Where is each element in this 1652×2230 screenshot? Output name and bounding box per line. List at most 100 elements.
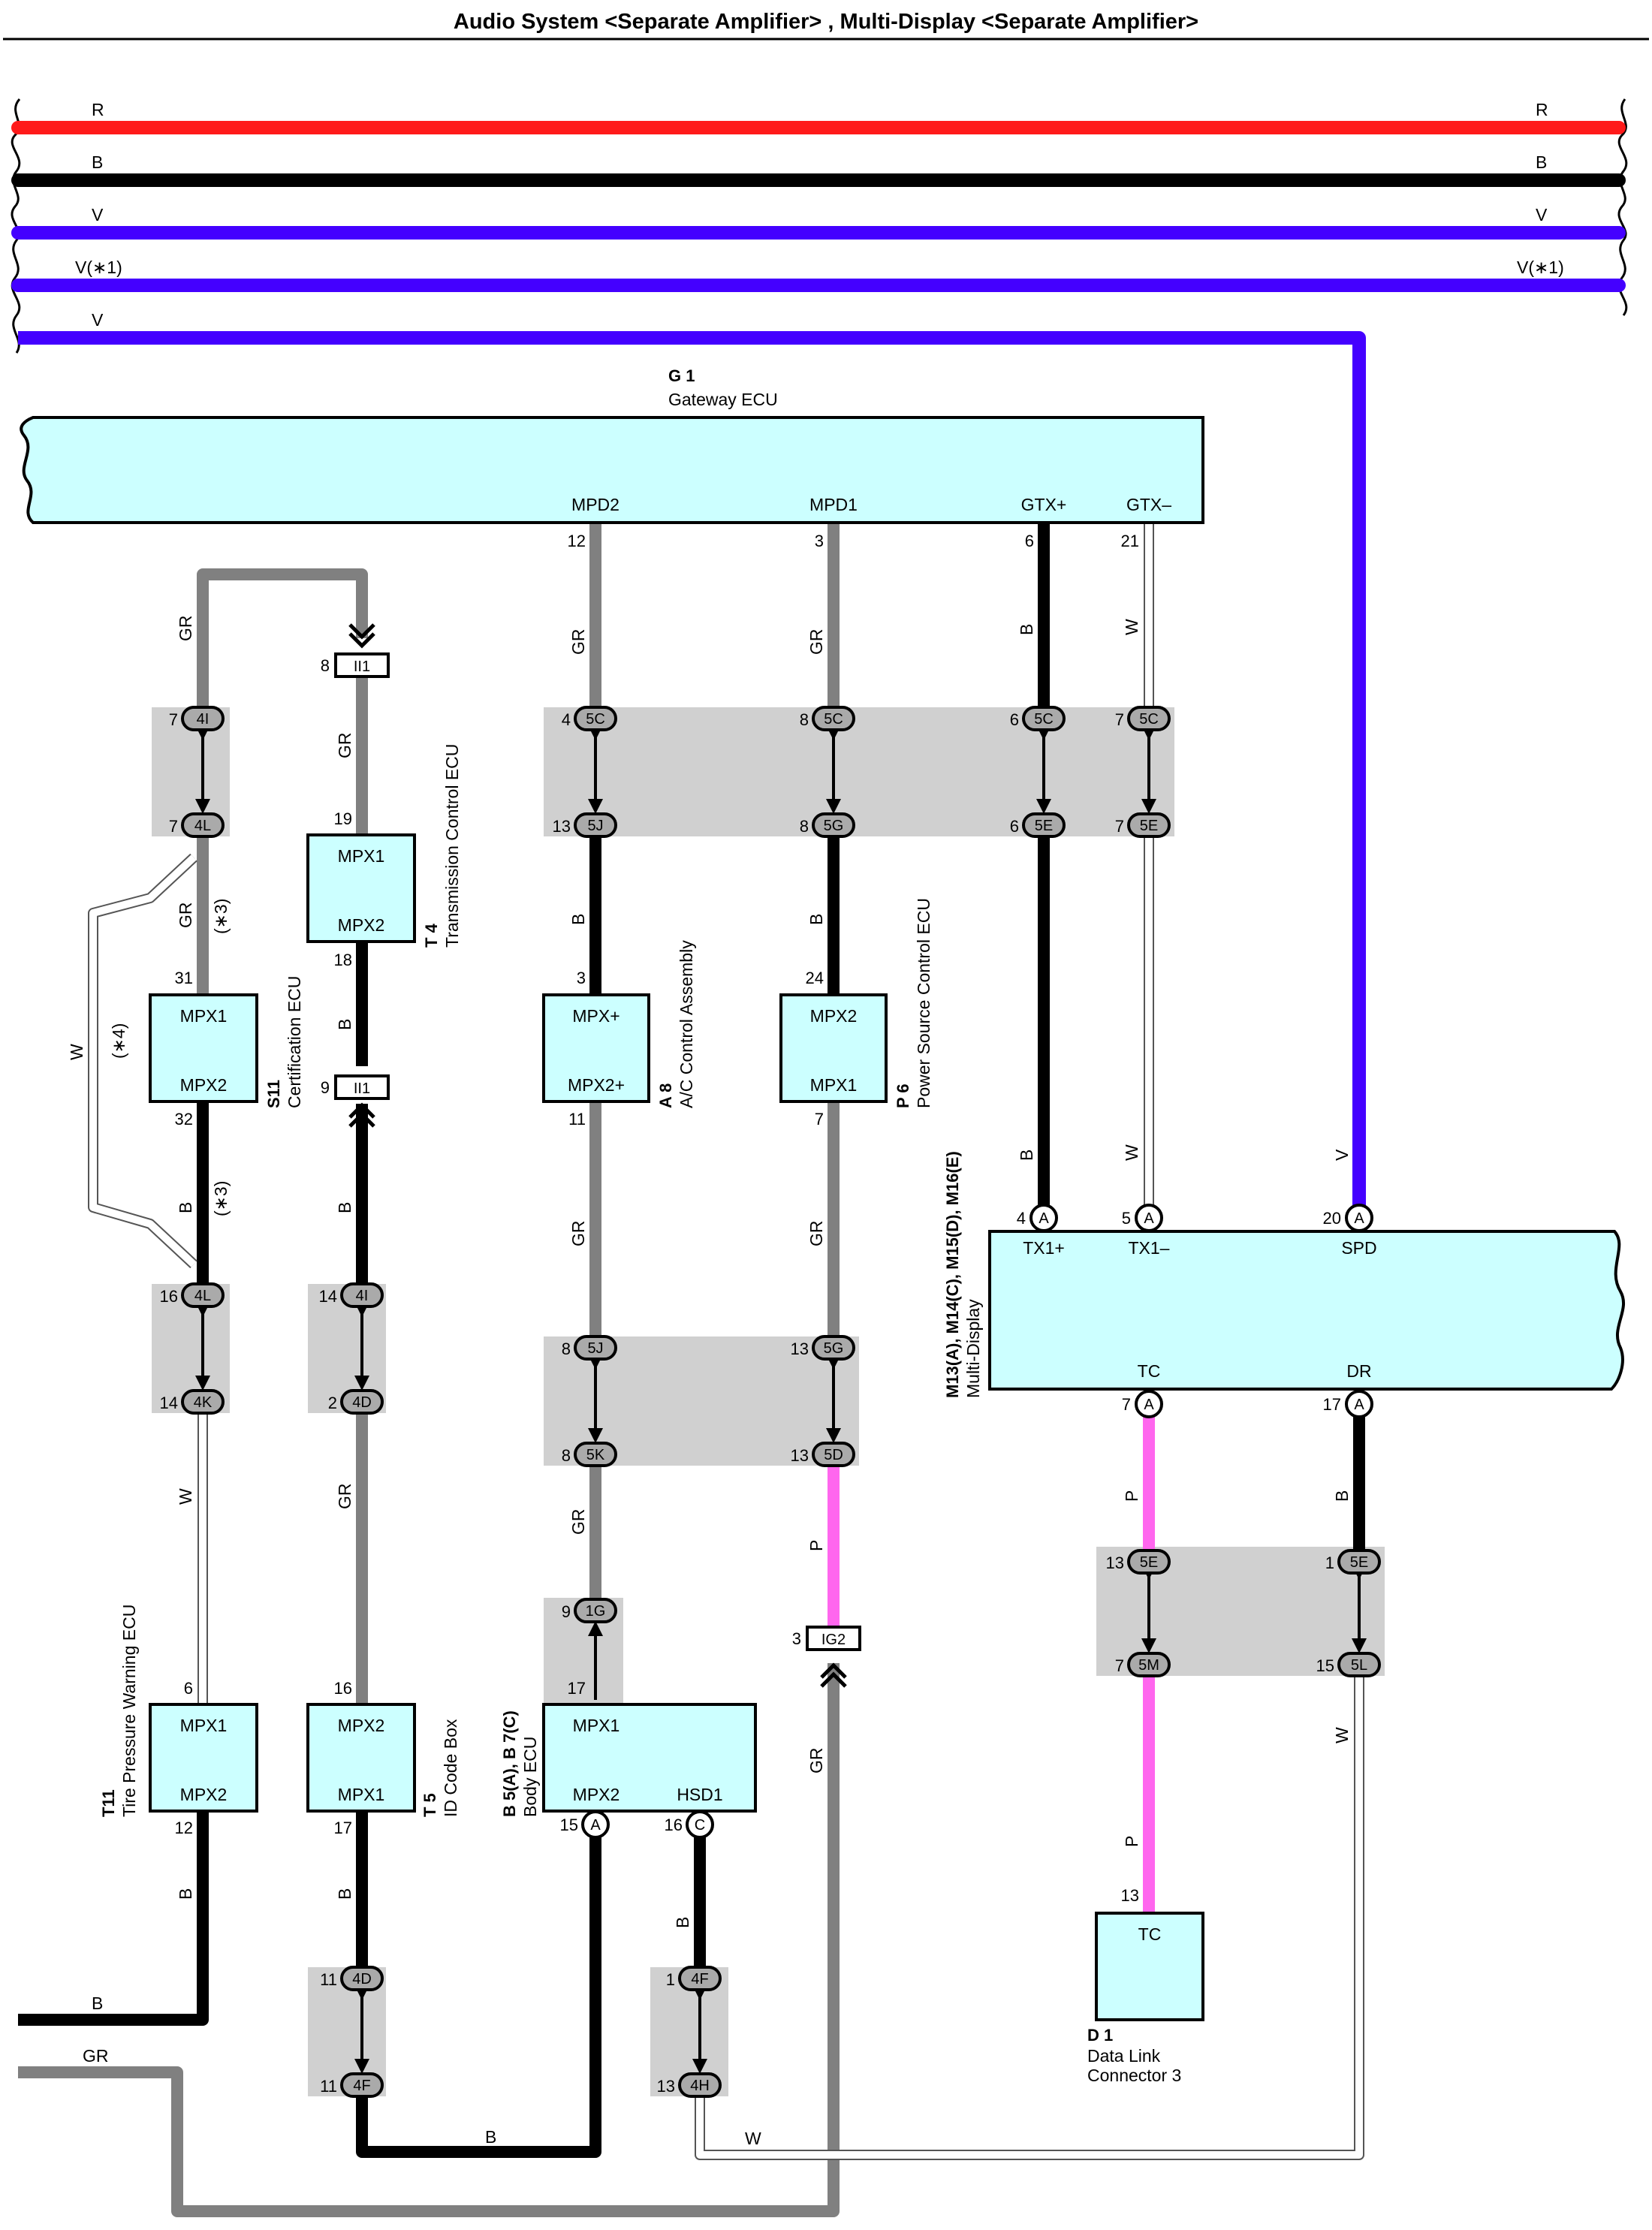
svg-text:B: B bbox=[1017, 624, 1036, 635]
pin-circle-a-7 bbox=[1135, 1390, 1163, 1418]
svg-text:GR: GR bbox=[806, 629, 826, 655]
conn-1G bbox=[574, 1598, 617, 1623]
svg-text:6: 6 bbox=[184, 1679, 193, 1698]
svg-text:4K: 4K bbox=[194, 1394, 213, 1411]
svg-text:MPX2: MPX2 bbox=[338, 915, 385, 935]
jbox-5C-row bbox=[544, 707, 1174, 836]
svg-text:32: 32 bbox=[175, 1110, 193, 1129]
conn-5G-b bbox=[812, 1335, 855, 1361]
svg-text:HSD1: HSD1 bbox=[677, 1785, 722, 1804]
svg-text:C: C bbox=[695, 1817, 705, 1834]
pin-circle-a-20 bbox=[1345, 1204, 1373, 1232]
svg-text:31: 31 bbox=[175, 969, 193, 987]
svg-text:SPD: SPD bbox=[1341, 1238, 1376, 1258]
svg-text:MPX2: MPX2 bbox=[573, 1785, 620, 1804]
svg-text:5G: 5G bbox=[824, 1340, 844, 1357]
bus-label-r-right: R bbox=[1536, 100, 1548, 119]
svg-text:4I: 4I bbox=[356, 1288, 369, 1304]
bus-v-spd bbox=[18, 331, 1366, 1212]
svg-text:8: 8 bbox=[321, 656, 330, 675]
svg-text:8: 8 bbox=[800, 710, 809, 729]
wires bbox=[18, 523, 1365, 2217]
svg-text:B: B bbox=[568, 914, 588, 925]
svg-text:5: 5 bbox=[1122, 1209, 1131, 1228]
svg-text:5C: 5C bbox=[1034, 711, 1054, 728]
svg-text:IG2: IG2 bbox=[821, 1632, 846, 1648]
svg-text:5L: 5L bbox=[1351, 1657, 1367, 1674]
svg-text:1G: 1G bbox=[586, 1603, 606, 1620]
d1-name2: Connector 3 bbox=[1087, 2066, 1181, 2085]
svg-text:GR: GR bbox=[806, 1221, 826, 1247]
svg-text:MPX2: MPX2 bbox=[180, 1075, 228, 1095]
svg-text:MPX1: MPX1 bbox=[338, 1785, 385, 1804]
wire-b-bottom-label: B bbox=[485, 2127, 496, 2147]
svg-text:7: 7 bbox=[1122, 1395, 1131, 1414]
t4-name: Transmission Control ECU bbox=[442, 744, 462, 948]
svg-text:17: 17 bbox=[1323, 1395, 1341, 1414]
conn-5L bbox=[1337, 1652, 1381, 1677]
svg-text:5E: 5E bbox=[1140, 818, 1158, 834]
svg-text:A: A bbox=[1354, 1397, 1364, 1413]
d1-box bbox=[1095, 1912, 1204, 2021]
junction-arrows bbox=[195, 725, 1367, 2074]
svg-text:18: 18 bbox=[334, 951, 352, 969]
t5-name: ID Code Box bbox=[441, 1719, 460, 1817]
svg-text:B: B bbox=[806, 914, 826, 925]
wire-w-bypass bbox=[89, 854, 197, 1267]
p6-code: P 6 bbox=[894, 1083, 912, 1108]
bus-label-v1-left: V(∗1) bbox=[75, 258, 122, 277]
svg-text:B: B bbox=[335, 1888, 354, 1900]
svg-text:GR: GR bbox=[335, 1484, 354, 1510]
svg-text:5C: 5C bbox=[1139, 711, 1159, 728]
t4-box bbox=[306, 833, 416, 943]
svg-text:14: 14 bbox=[319, 1287, 337, 1306]
svg-text:21: 21 bbox=[1121, 532, 1139, 550]
svg-text:B: B bbox=[1332, 1490, 1352, 1502]
wire-4H-w-o bbox=[695, 1676, 1364, 2160]
svg-text:11: 11 bbox=[320, 2077, 337, 2096]
svg-text:TX1+: TX1+ bbox=[1023, 1238, 1065, 1258]
s11-name: Certification ECU bbox=[285, 976, 304, 1108]
svg-text:P: P bbox=[1122, 1836, 1141, 1847]
svg-text:B: B bbox=[335, 1202, 354, 1213]
svg-text:6: 6 bbox=[1025, 532, 1034, 550]
t11-name: Tire Pressure Warning ECU bbox=[119, 1605, 139, 1817]
chevrons bbox=[348, 623, 847, 1688]
svg-text:DR: DR bbox=[1346, 1361, 1371, 1381]
conn-4K bbox=[181, 1389, 225, 1415]
svg-text:17: 17 bbox=[568, 1679, 586, 1698]
svg-text:A: A bbox=[1144, 1210, 1154, 1227]
gateway-ecu-box bbox=[20, 416, 1204, 524]
bus-label-b-left: B bbox=[92, 152, 103, 172]
conn-5E-2 bbox=[1127, 812, 1171, 838]
s11-code: S11 bbox=[264, 1080, 283, 1108]
conn-5C-4 bbox=[1127, 706, 1171, 731]
svg-text:MPX1: MPX1 bbox=[810, 1075, 858, 1095]
svg-text:GR: GR bbox=[568, 1509, 588, 1535]
svg-text:19: 19 bbox=[334, 809, 352, 828]
svg-text:13: 13 bbox=[553, 817, 571, 836]
svg-text:8: 8 bbox=[562, 1340, 571, 1358]
svg-text:9: 9 bbox=[321, 1078, 330, 1097]
svg-text:8: 8 bbox=[800, 817, 809, 836]
m13-code: M13(A), M14(C), M15(D), M16(E) bbox=[943, 1151, 962, 1398]
t4-code: T 4 bbox=[422, 923, 441, 948]
conn-5C-2 bbox=[812, 706, 855, 731]
a8-code: A 8 bbox=[656, 1083, 675, 1108]
svg-text:20: 20 bbox=[1323, 1209, 1341, 1228]
svg-text:MPX1: MPX1 bbox=[180, 1006, 228, 1026]
svg-text:GR: GR bbox=[335, 733, 354, 759]
wire-t11-b-left bbox=[18, 1810, 209, 2026]
svg-text:17: 17 bbox=[334, 1819, 352, 1837]
svg-text:W: W bbox=[67, 1044, 86, 1060]
components: G 1 Gateway ECU MPD2 MPD1 GTX+ GTX– MPX1… bbox=[20, 366, 1626, 2085]
d1-name: Data Link bbox=[1087, 2046, 1161, 2066]
svg-text:12: 12 bbox=[568, 532, 586, 550]
svg-text:A: A bbox=[1144, 1397, 1154, 1413]
svg-text:15: 15 bbox=[1316, 1656, 1334, 1675]
svg-text:GR: GR bbox=[806, 1748, 826, 1774]
conn-4I-a bbox=[181, 706, 225, 731]
svg-text:7: 7 bbox=[169, 817, 178, 836]
pin-circle-c-16 bbox=[686, 1810, 714, 1839]
svg-text:MPX2: MPX2 bbox=[810, 1006, 858, 1026]
